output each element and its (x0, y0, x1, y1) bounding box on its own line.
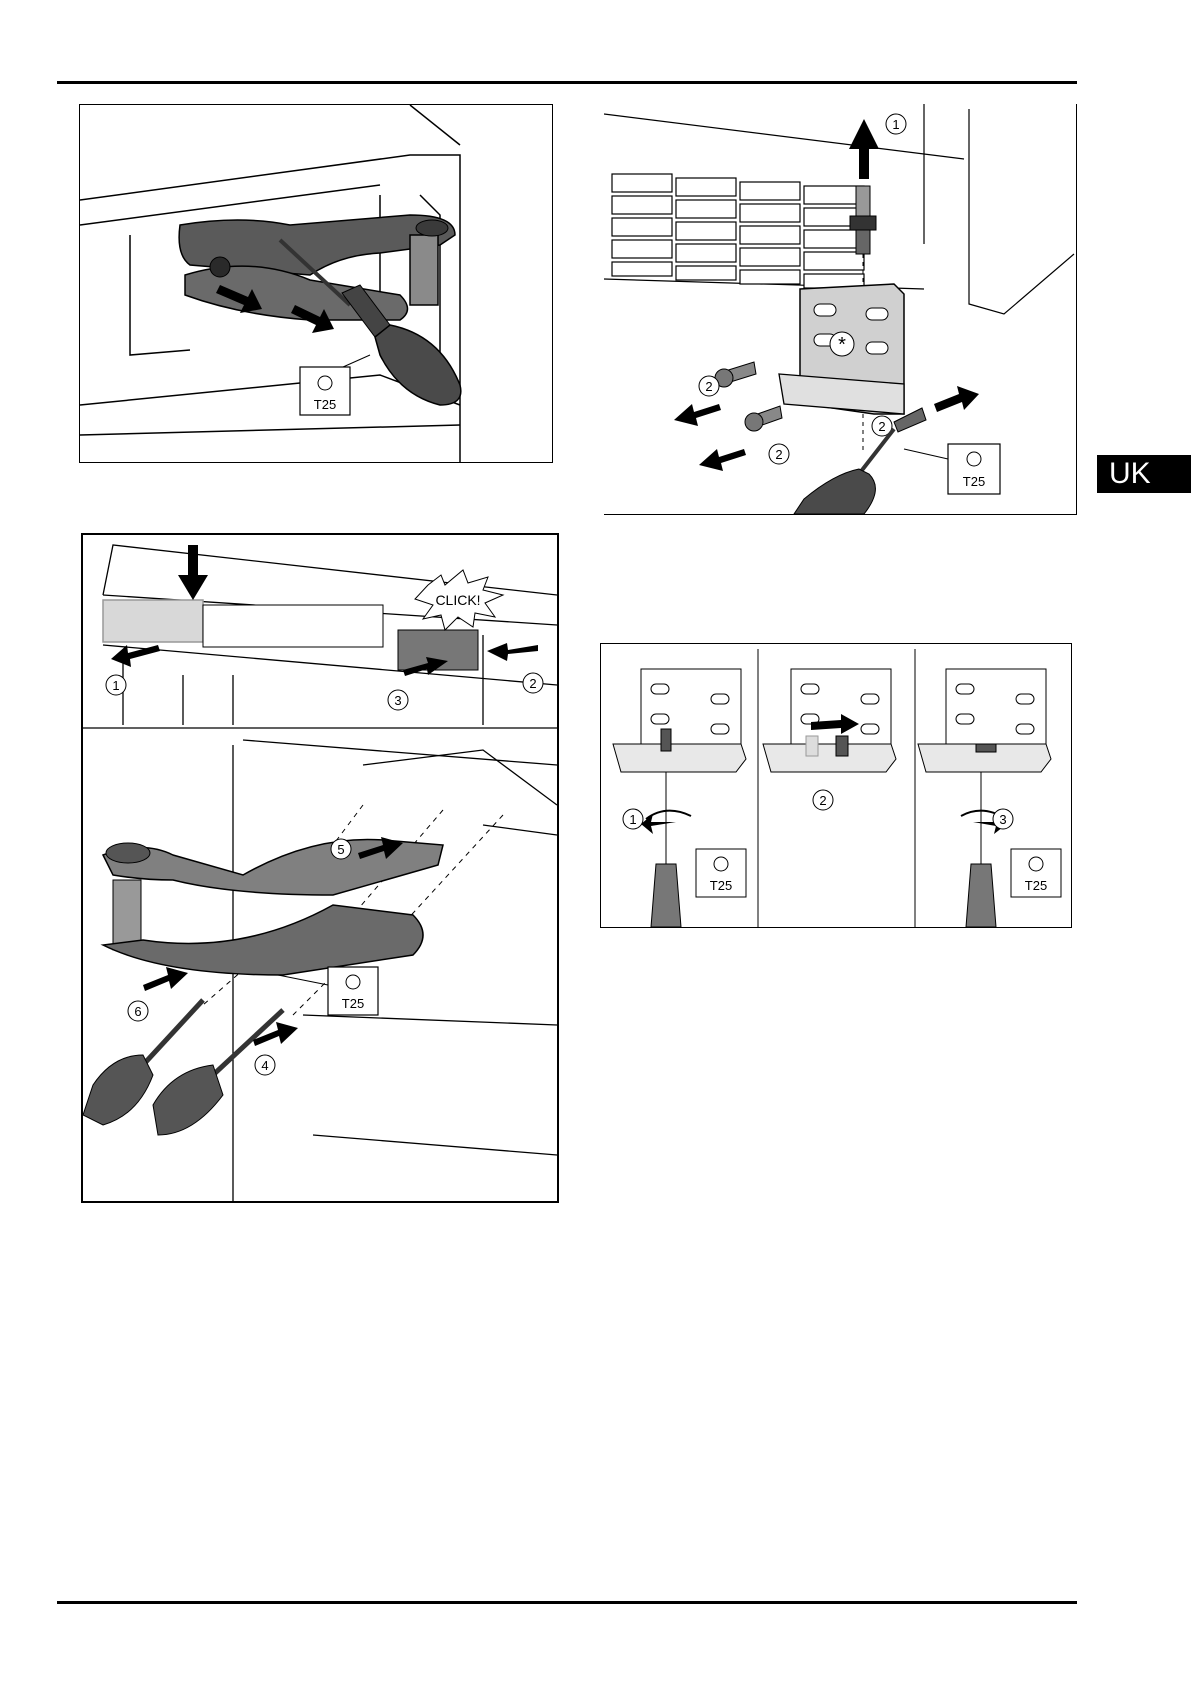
panel-3: 3 T25 (918, 669, 1061, 927)
tool-label: T25 (342, 996, 364, 1011)
screwdriver-icon (651, 864, 681, 927)
step-5-label: 5 (337, 842, 344, 857)
step-6-label: 6 (134, 1004, 141, 1019)
figure-bracket-removal-drawing: 1 * (604, 104, 1076, 514)
tool-label: T25 (314, 397, 336, 412)
step-1-label: 1 (629, 812, 636, 827)
tool-label: T25 (710, 878, 732, 893)
screwdriver-icon (794, 429, 894, 514)
figure-pin-adjustment: 1 T25 2 (600, 643, 1072, 928)
arrow-icon (641, 814, 676, 834)
panel-2: 2 (763, 669, 896, 810)
figure-bracket-removal: 1 * (604, 104, 1077, 515)
step-4-label: 4 (261, 1058, 268, 1073)
arrow-icon (849, 119, 879, 179)
step-2-label: 2 (819, 793, 826, 808)
cover-strip (103, 600, 478, 670)
panel-1: 1 T25 (613, 669, 746, 927)
step-1-label: 1 (112, 678, 119, 693)
figure-hinge-installation: CLICK! 1 2 3 (81, 533, 559, 1203)
torx-label-box: T25 (300, 355, 370, 415)
svg-text:*: * (838, 334, 846, 356)
hinge-arm (103, 839, 443, 975)
figure-pin-adjustment-drawing: 1 T25 2 (601, 644, 1071, 927)
step-2a-label: 2 (705, 379, 712, 394)
torx-label-box: T25 (1011, 849, 1061, 897)
click-label: CLICK! (435, 592, 480, 608)
screwdriver-icon (966, 864, 996, 927)
top-rule (57, 81, 1077, 84)
step-3-label: 3 (394, 693, 401, 708)
hinge-arm (179, 215, 455, 320)
tool-label: T25 (1025, 878, 1047, 893)
step-2b-label: 2 (775, 447, 782, 462)
step-2-label: 2 (529, 676, 536, 691)
step-3-label: 3 (999, 812, 1006, 827)
step-1-label: 1 (892, 117, 899, 132)
figure-hinge-removal: T25 (79, 104, 553, 463)
bottom-rule (57, 1601, 1077, 1604)
figure-hinge-removal-drawing: T25 (80, 105, 552, 462)
torx-label-box: T25 (696, 849, 746, 897)
language-tab: UK (1097, 455, 1191, 493)
torx-label-box: T25 (904, 444, 1000, 494)
ventilation-grille (612, 174, 864, 288)
hinge-bracket: * (779, 284, 904, 414)
figure-hinge-installation-drawing: CLICK! 1 2 3 (83, 535, 557, 1201)
step-2c-label: 2 (878, 419, 885, 434)
screwdriver-icon (83, 1000, 283, 1135)
tool-label: T25 (963, 474, 985, 489)
